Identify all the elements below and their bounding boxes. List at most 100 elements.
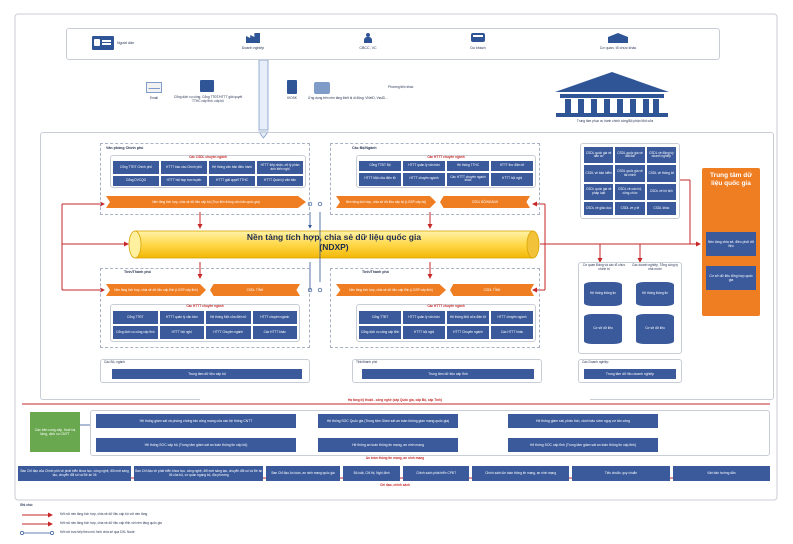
ministry-item: HTTT báo cáo Chính phủ bbox=[161, 161, 207, 175]
monitor-icon bbox=[200, 80, 214, 92]
infra-label: Hạ tầng kỹ thuật - công nghệ (cấp Quốc g… bbox=[200, 398, 590, 403]
channel-other: Phương tiện khác bbox=[388, 85, 414, 89]
province-right-item: Cổng TTĐT bbox=[359, 311, 401, 324]
national-db-item: CSDL về đăng ký doanh nghiệp bbox=[646, 147, 676, 164]
early-warning-system: Hệ thống giám sát, phân tích, cảnh báo s… bbox=[508, 414, 658, 428]
bo-nganh-title: Các Bộ/Ngành bbox=[352, 146, 377, 150]
province-left-items: Cổng TTĐT HTTT quản lý văn bản Hệ thống … bbox=[113, 311, 297, 339]
legend-item: Kết nối nền tảng tích hợp, chia sẻ dữ li… bbox=[60, 512, 148, 516]
province-right-csdl-header: Các HTTT chuyên ngành bbox=[427, 304, 465, 308]
attack-monitoring-system: Hệ thống giám sát và phòng chống tấn côn… bbox=[96, 414, 296, 428]
province-right-bus-tag: CSDL TỈNH bbox=[450, 284, 534, 296]
province-soc: Hệ thống SOC cấp tỉnh (Trung tâm giám sá… bbox=[508, 438, 658, 452]
national-db-item: CSDL về cán bộ, công chức bbox=[615, 183, 645, 201]
ministry-data-center: Trung tâm dữ liệu cấp bộ bbox=[112, 369, 302, 379]
ndxp-title: Nền tảng tích hợp, chia sẻ dữ liệu quốc … bbox=[140, 232, 528, 253]
ministry-item: HTTT tiếp nhận, xử lý phản ánh kiến nghị bbox=[257, 161, 303, 175]
national-db-item: CSDL về bảo hiểm bbox=[584, 165, 614, 182]
province-right-title: Tỉnh/Thành phố bbox=[362, 270, 389, 274]
enterprise-dc-title: Các Doanh nghiệp bbox=[582, 360, 609, 364]
bo-nganh-item: Các HTTT chuyên ngành khác bbox=[447, 172, 489, 186]
actor-officials: CBCC, VC bbox=[348, 33, 388, 55]
channel-label: Email bbox=[150, 96, 158, 100]
province-left-item: Các HTTT khác bbox=[252, 326, 297, 339]
channel-label: KIOSK bbox=[287, 96, 297, 100]
actor-label: Cơ quan, tổ chức khác bbox=[599, 46, 637, 50]
national-center-db: Cơ sở dữ liệu tổng hợp quốc gia bbox=[706, 266, 756, 290]
province-right-item: HTTT Chuyên ngành bbox=[447, 326, 489, 339]
ministry-bus: Nền tảng tích hợp, chia sẻ dữ liệu cấp b… bbox=[106, 196, 306, 208]
province-left-item: Cổng dịch vụ công cấp tỉnh bbox=[113, 326, 158, 339]
national-db-item: CSDL về hộ tịch bbox=[646, 183, 676, 201]
party-database: Cơ sở dữ liệu bbox=[584, 314, 622, 344]
policy-item: Văn bản hướng dẫn bbox=[672, 466, 770, 481]
province-right-item: Cổng dịch vụ công cấp tỉnh bbox=[359, 326, 401, 339]
policy-item: Chính sách phát triển CPĐT bbox=[403, 466, 469, 481]
legend-item: Kết nối nền tảng tích hợp, chia sẻ dữ li… bbox=[60, 521, 162, 525]
ministry-group bbox=[100, 143, 310, 215]
national-db-item: CSDL quốc gia về dân cư bbox=[584, 147, 614, 164]
province-dc-title: Tỉnh/thành phố bbox=[356, 360, 378, 364]
province-right-item: HTTT quản lý văn bản bbox=[403, 311, 445, 324]
bo-nganh-item: HTTT quản lý văn bản bbox=[403, 161, 445, 171]
channel-portal: Cổng dịch vụ công, Cổng TTĐT/HTTT giải q… bbox=[172, 80, 244, 110]
ministry-item: Cổng TTĐT Chính phủ bbox=[113, 161, 159, 175]
province-right-item: Các HTTT khác bbox=[491, 326, 533, 339]
channel-kiosk: KIOSK bbox=[280, 80, 304, 108]
province-right-item: HTTT chuyên ngành bbox=[491, 311, 533, 324]
province-data-center: Trung tâm dữ liệu cấp tỉnh bbox=[362, 369, 534, 379]
policy-item: Chính sách An toàn thông tin mạng, an ni… bbox=[472, 466, 570, 481]
actor-tourist: Du khách bbox=[458, 33, 498, 55]
ministry-item: HTTT hội họp trực tuyến bbox=[161, 176, 207, 186]
ministry-item: HTTT Quản lý văn bản bbox=[257, 176, 303, 186]
policy-item: Ban Chỉ đạo An toàn, an ninh mạng quốc g… bbox=[266, 466, 340, 481]
network-security-system: Hệ thống an toàn thông tin mạng, an ninh… bbox=[318, 438, 458, 452]
bo-nganh-items: Cổng TTĐT Bộ HTTT quản lý văn bản Hệ thố… bbox=[359, 161, 533, 186]
policy-item: Ban Chỉ đạo của Chính phủ về phát triển … bbox=[18, 466, 132, 481]
factory-icon bbox=[246, 33, 260, 43]
actor-label: Doanh nghiệp bbox=[241, 46, 265, 50]
national-soc: Hệ thống SOC Quốc gia (Trung tâm Giám sá… bbox=[318, 414, 458, 428]
policy-row: Ban Chỉ đạo của Chính phủ về phát triển … bbox=[18, 466, 770, 481]
policy-item: Bộ luật, Chỉ thị, Nghị định bbox=[342, 466, 401, 481]
national-db-item: CSDL về giáo dục bbox=[584, 202, 614, 215]
ndxp-line2: (NDXP) bbox=[319, 241, 349, 252]
channel-label: Ứng dụng trên nền tảng thiết bị di động:… bbox=[308, 96, 388, 100]
policy-footer: Chỉ đạo, chính sách bbox=[379, 483, 411, 487]
province-left-csdl-header: Các HTTT chuyên ngành bbox=[186, 304, 224, 308]
id-card-icon bbox=[92, 36, 114, 50]
province-left-item: Cổng TTĐT bbox=[113, 311, 158, 324]
national-db-item: CSDL quốc gia về tài chính bbox=[615, 165, 645, 182]
ministry-title: Văn phòng Chính phủ bbox=[106, 146, 144, 150]
national-db-item: CSDL về thống kê bbox=[646, 165, 676, 182]
channel-label: Cổng dịch vụ công, Cổng TTĐT/HTTT giải q… bbox=[173, 95, 243, 103]
national-db-item: CSDL quốc gia về pháp luật bbox=[584, 183, 614, 201]
bo-nganh-item: Hệ thống TTHC bbox=[447, 161, 489, 171]
building-icon bbox=[608, 33, 628, 43]
ministry-item: Cổng DVCQG bbox=[113, 176, 159, 186]
province-left-bus-tag: CSDL TỈNH bbox=[210, 284, 300, 296]
national-db-item: CSDL khác bbox=[646, 202, 676, 215]
bo-nganh-csdl-header: Các HTTT chuyên ngành bbox=[427, 155, 465, 159]
command-center-label: Trung tâm phục vụ hành chính công/Bộ phậ… bbox=[576, 119, 654, 123]
province-left-item: Hệ thống Một cửa điện tử bbox=[206, 311, 251, 324]
province-left-item: HTTT quản lý văn bản bbox=[159, 311, 204, 324]
bo-nganh-item: HTTT chuyên ngành bbox=[403, 172, 445, 186]
channel-apps: Ứng dụng trên nền tảng thiết bị di động:… bbox=[308, 82, 388, 110]
actor-citizen: Người dân bbox=[92, 34, 152, 52]
province-right-items: Cổng TTĐT HTTT quản lý văn bản Hệ thống … bbox=[359, 311, 533, 339]
worker-icon bbox=[363, 33, 373, 43]
actor-label: Du khách bbox=[470, 46, 486, 50]
ministry-csdl-header: Các CSDL chuyên ngành bbox=[189, 155, 227, 159]
national-db-item: CSDL quốc gia về đất đai bbox=[615, 147, 645, 164]
province-left-bus: Nền tảng tích hợp, chia sẻ dữ liệu cấp t… bbox=[106, 284, 206, 296]
national-center-platform: Nền tảng chia sẻ, điều phối dữ liệu bbox=[706, 232, 756, 256]
province-left-item: HTTT Chuyên ngành bbox=[206, 326, 251, 339]
province-right-item: HTTT hội nghị bbox=[403, 326, 445, 339]
ndxp-line1: Nền tảng tích hợp, chia sẻ dữ liệu quốc … bbox=[246, 232, 422, 242]
province-right-item: Hệ thống Một cửa điện tử bbox=[447, 311, 489, 324]
province-left-group bbox=[100, 268, 310, 348]
bus-icon bbox=[471, 33, 485, 42]
province-left-title: Tỉnh/Thành phố bbox=[124, 270, 151, 274]
legend-item: Kết nối trực tiếp theo mô hình chia sẻ q… bbox=[60, 530, 135, 534]
